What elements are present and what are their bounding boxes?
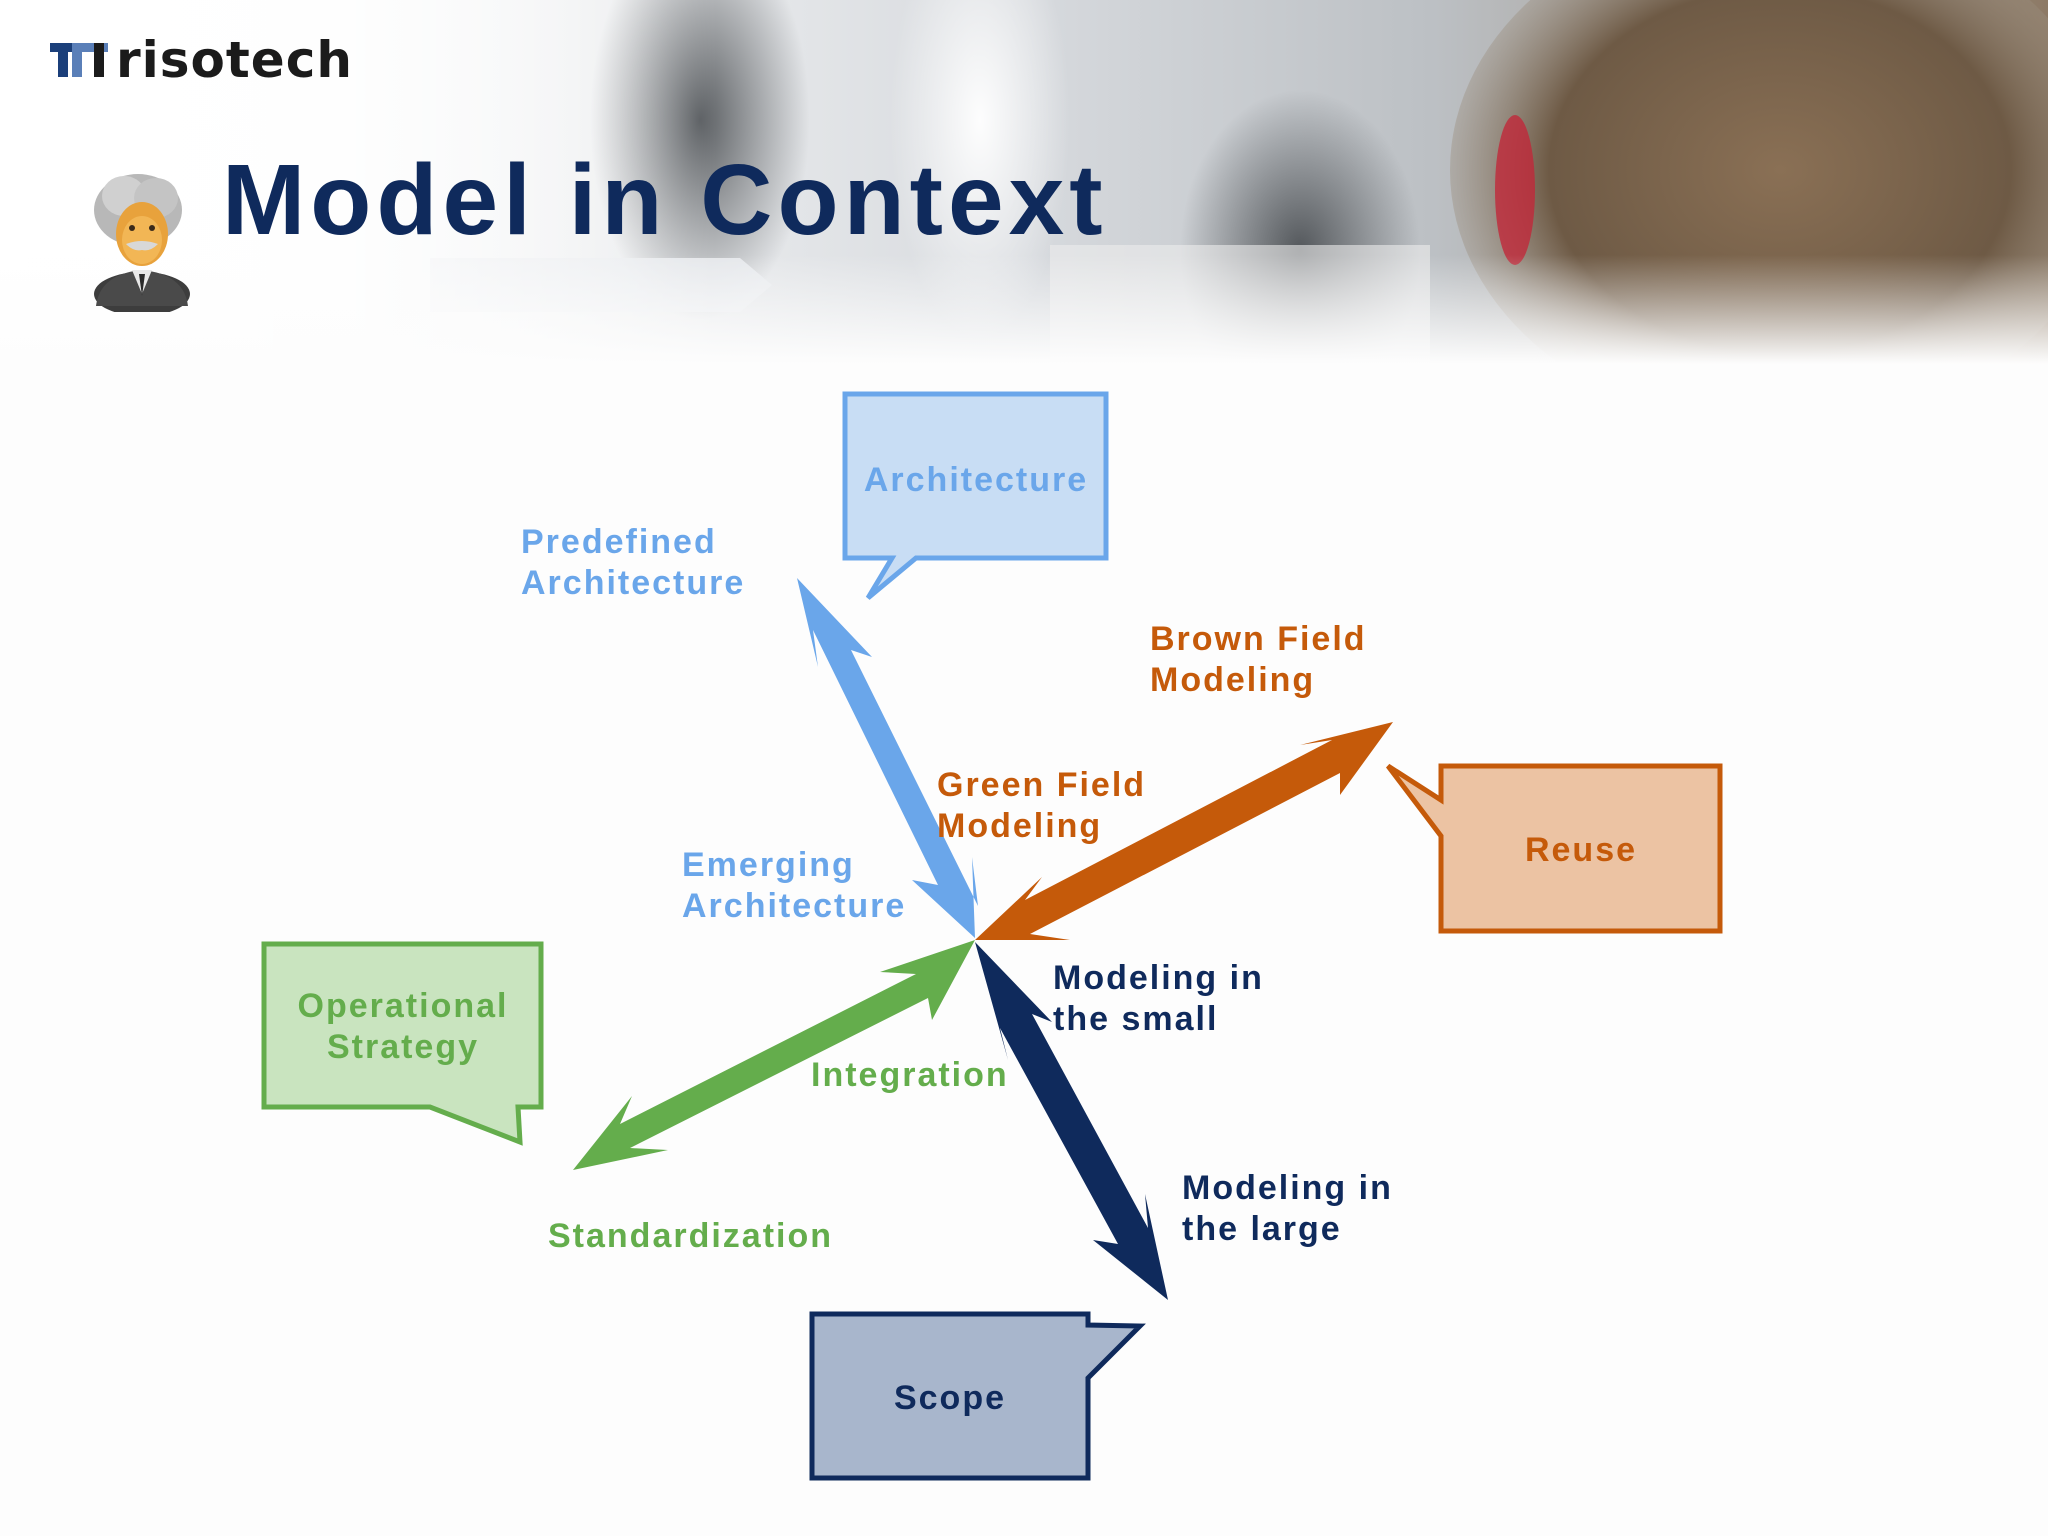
modeling-in-the-large-label: Modeling in the large (1182, 1169, 1393, 1248)
scope-arrow (975, 942, 1168, 1300)
einstein-avatar-icon (94, 174, 190, 312)
reuse-callout (1386, 763, 1723, 934)
green-field-modeling-label: Green Field Modeling (937, 766, 1147, 845)
logo-wordmark: risotech (116, 31, 353, 89)
trisotech-logo: risotech (50, 30, 353, 90)
brown-field-modeling-label: Brown Field Modeling (1150, 620, 1367, 699)
emerging-architecture-label: Emerging Architecture (682, 846, 907, 925)
reuse-arrow (975, 722, 1393, 940)
page-title: Model in Context (222, 144, 1108, 256)
operational-strategy-box-label: Operational Strategy (297, 987, 509, 1066)
standardization-label: Standardization (548, 1217, 834, 1255)
header-banner-image (0, 0, 2048, 364)
integration-label: Integration (811, 1056, 1009, 1094)
scope-callout (809, 1311, 1146, 1481)
trisotech-t-mark-icon (50, 43, 108, 77)
architecture-box-label: Architecture (863, 460, 1089, 499)
predefined-architecture-label: Predefined Architecture (521, 523, 746, 602)
strategy-arrow (573, 940, 975, 1170)
scope-box-label: Scope (893, 1378, 1007, 1417)
modeling-in-the-small-label: Modeling in the small (1053, 959, 1264, 1038)
architecture-callout (842, 391, 1109, 600)
architecture-arrow (797, 578, 978, 938)
reuse-box-label: Reuse (1524, 830, 1638, 869)
operational-strategy-callout (261, 941, 544, 1146)
